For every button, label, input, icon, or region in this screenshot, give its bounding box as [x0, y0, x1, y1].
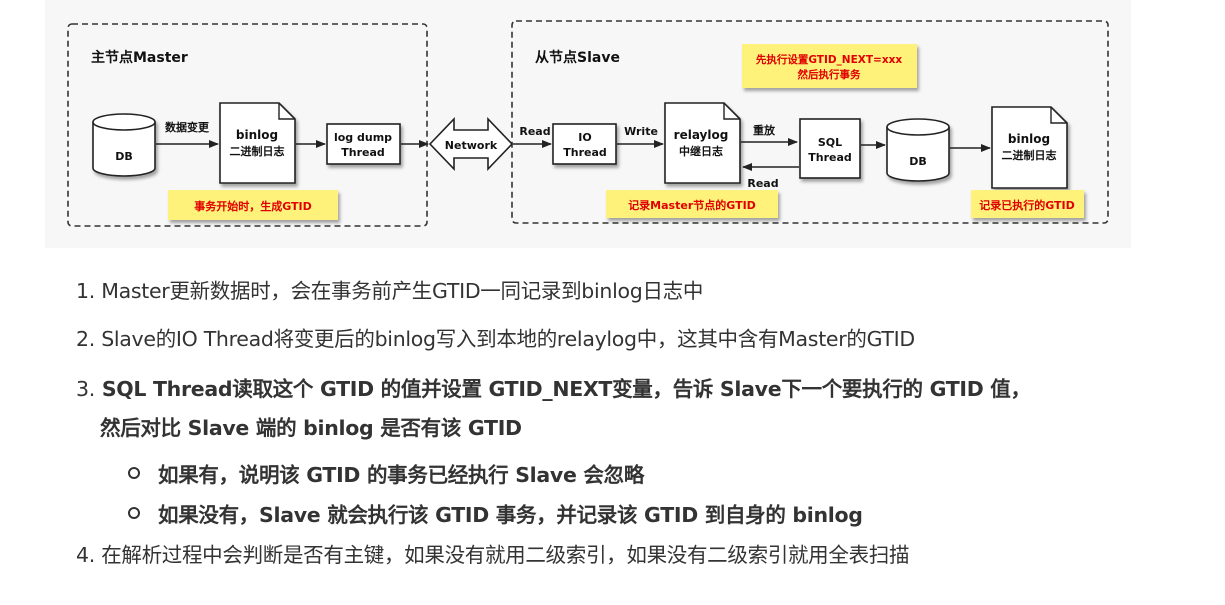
io-thread-box — [552, 123, 617, 165]
hollow-bullet-icon — [128, 507, 140, 519]
note-binlog-gtid — [971, 190, 1084, 218]
network-double-arrow — [428, 117, 514, 171]
master-binlog-line1: binlog — [236, 128, 278, 142]
read-label-io: Read — [519, 125, 550, 138]
master-db-cylinder — [92, 113, 156, 177]
log-dump-line2: Thread — [341, 146, 385, 159]
list-text-3-line2: 然后对比 Slave 端的 binlog 是否有该 GTID — [100, 416, 522, 440]
list-item-2: 2. Slave的IO Thread将变更后的binlog写入到本地的relay… — [76, 322, 915, 352]
master-binlog-line2: 二进制日志 — [230, 144, 285, 158]
master-db-label: DB — [115, 150, 133, 163]
network-label: Network — [445, 139, 498, 152]
list-number-3: 3. — [76, 377, 95, 401]
list-text-4: 在解析过程中会判断是否有主键，如果没有就用二级索引，如果没有二级索引就用全表扫描 — [101, 543, 910, 567]
log-dump-thread-box — [326, 123, 401, 165]
hollow-bullet-icon — [128, 467, 140, 479]
slave-db-cylinder — [886, 118, 950, 182]
note-binlog-text: 记录已执行的GTID — [979, 198, 1075, 212]
sub-text-1: 如果有，说明该 GTID 的事务已经执行 Slave 会忽略 — [158, 463, 645, 487]
diagram-canvas: 主节点Master 从节点Slave DB 数据变更 binlog 二进制日志 … — [67, 20, 1109, 227]
slave-db-label: DB — [909, 155, 927, 168]
note-master-gtid — [168, 190, 338, 220]
replication-diagram: 主节点Master 从节点Slave DB 数据变更 binlog 二进制日志 … — [45, 0, 1131, 248]
relaylog-line1: relaylog — [674, 128, 729, 142]
io-thread-line1: IO — [578, 131, 591, 144]
note-sql-gtid-next — [742, 44, 917, 88]
slave-binlog-document — [991, 106, 1068, 189]
sql-thread-line1: SQL — [818, 136, 842, 149]
note-sql-line1: 先执行设置GTID_NEXT=xxx — [756, 53, 903, 66]
master-binlog-document — [219, 102, 296, 184]
sql-thread-line2: Thread — [808, 151, 852, 164]
slave-title: 从节点Slave — [535, 49, 620, 66]
sub-item-1: 如果有，说明该 GTID 的事务已经执行 Slave 会忽略 — [128, 458, 645, 488]
master-region — [67, 23, 428, 227]
note-relay-gtid — [606, 190, 778, 218]
list-item-3: 3. SQL Thread读取这个 GTID 的值并设置 GTID_NEXT变量… — [76, 372, 1031, 402]
list-item-3-continued: 然后对比 Slave 端的 binlog 是否有该 GTID — [100, 411, 522, 441]
note-relay-text: 记录Master节点的GTID — [628, 198, 756, 212]
list-text-1: Master更新数据时，会在事务前产生GTID一同记录到binlog日志中 — [101, 279, 704, 303]
note-master-text: 事务开始时，生成GTID — [194, 199, 312, 213]
sql-thread-box — [799, 118, 861, 179]
read-label-sql: Read — [747, 177, 778, 190]
slave-binlog-line2: 二进制日志 — [1002, 148, 1057, 162]
relaylog-document — [664, 102, 741, 184]
list-item-4: 4. 在解析过程中会判断是否有主键，如果没有就用二级索引，如果没有二级索引就用全… — [76, 538, 909, 568]
sub-item-2: 如果没有，Slave 就会执行该 GTID 事务，并记录该 GTID 到自身的 … — [128, 498, 863, 528]
sub-text-2: 如果没有，Slave 就会执行该 GTID 事务，并记录该 GTID 到自身的 … — [158, 503, 863, 527]
list-text-2: Slave的IO Thread将变更后的binlog写入到本地的relaylog… — [101, 327, 915, 351]
note-sql-line2: 然后执行事务 — [797, 68, 861, 81]
data-change-label: 数据变更 — [165, 120, 210, 134]
relaylog-line2: 中继日志 — [679, 144, 723, 158]
log-dump-line1: log dump — [334, 131, 392, 144]
io-thread-line2: Thread — [563, 146, 607, 159]
list-text-3-line1: SQL Thread读取这个 GTID 的值并设置 GTID_NEXT变量，告诉… — [101, 377, 1031, 401]
write-label: Write — [624, 125, 658, 138]
list-number-1: 1. — [76, 279, 95, 303]
slave-region — [511, 20, 1109, 224]
list-number-4: 4. — [76, 543, 95, 567]
slave-binlog-line1: binlog — [1008, 132, 1050, 146]
replay-label: 重放 — [753, 123, 776, 137]
list-number-2: 2. — [76, 327, 95, 351]
master-title: 主节点Master — [91, 49, 188, 66]
list-item-1: 1. Master更新数据时，会在事务前产生GTID一同记录到binlog日志中 — [76, 274, 703, 304]
